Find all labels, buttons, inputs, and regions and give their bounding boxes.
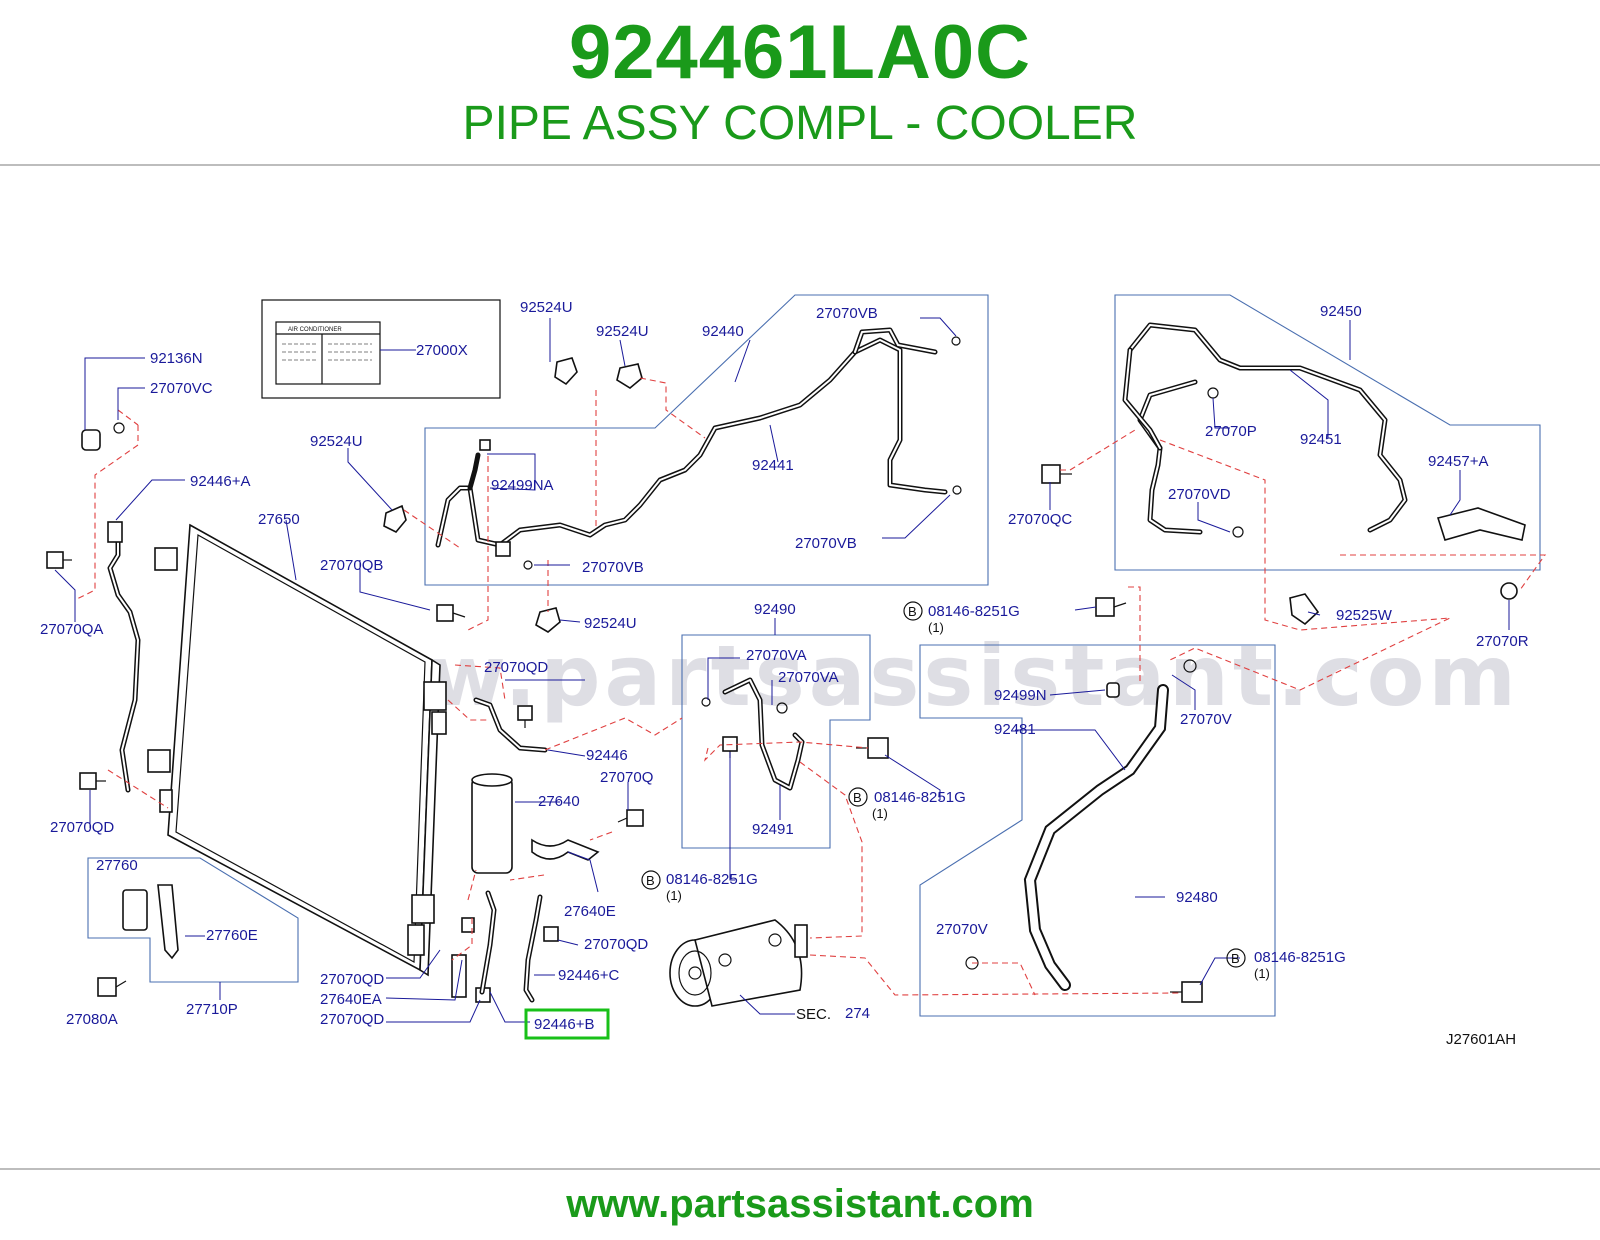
- svg-text:(1): (1): [666, 888, 682, 903]
- svg-text:(1): (1): [872, 806, 888, 821]
- callout-92499NA: 92499NA: [491, 477, 554, 494]
- callout-92440: 92440: [702, 323, 744, 340]
- callout-27070VC: 27070VC: [150, 380, 213, 397]
- pipe-92446A: [107, 529, 141, 793]
- callout-27070QD: 27070QD: [320, 971, 384, 988]
- clip-92525W: [1289, 593, 1320, 626]
- callout-27070VA: 27070VA: [778, 669, 839, 686]
- callout-92524U: 92524U: [596, 323, 649, 340]
- svg-text:B: B: [1231, 951, 1240, 966]
- part-number-title: 924461LA0C: [568, 10, 1032, 95]
- callout-92457A: 92457+A: [1428, 453, 1488, 470]
- callout-27070VA: 27070VA: [746, 647, 807, 664]
- header-divider: [0, 164, 1600, 166]
- sensor-27760: [122, 889, 148, 931]
- bolt-markers: B B B B: [641, 601, 1246, 968]
- callout-27650: 27650: [258, 511, 300, 528]
- callout-27070V: 27070V: [936, 921, 988, 938]
- callout-08146-8251G: 08146-8251G: [1254, 949, 1346, 966]
- callout-92446A: 92446+A: [190, 473, 250, 490]
- callout-92524U: 92524U: [310, 433, 363, 450]
- callout-27070P: 27070P: [1205, 423, 1257, 440]
- bracket-92457A: [1436, 507, 1526, 541]
- receiver-tank-27640: [471, 773, 600, 874]
- callout-labels: 92524U 92524U 92440 27070VB 92136N 27000…: [40, 299, 1529, 1048]
- callout-27640E: 27640E: [564, 903, 616, 920]
- callout-92446C: 92446+C: [558, 967, 619, 984]
- callout-92524U: 92524U: [584, 615, 637, 632]
- callout-27640: 27640: [538, 793, 580, 810]
- pipe-92450: [1137, 379, 1203, 535]
- callout-27070VD: 27070VD: [1168, 486, 1231, 503]
- footer-website-link[interactable]: www.partsassistant.com: [566, 1182, 1034, 1226]
- svg-text:B: B: [908, 604, 917, 619]
- callout-92446B: 92446+B: [534, 1016, 594, 1033]
- assembly-dashed-lines: [74, 377, 1547, 996]
- callout-92446: 92446: [586, 747, 628, 764]
- callout-27070QA: 27070QA: [40, 621, 103, 638]
- watermark: www.partsassistant.com: [265, 627, 1520, 725]
- callout-27070QD: 27070QD: [584, 936, 648, 953]
- bracket-27760E: [157, 884, 179, 960]
- svg-text:(1): (1): [1254, 966, 1270, 981]
- group-box-92480: [919, 644, 1276, 1017]
- sticker-caption: AIR CONDITIONER: [288, 327, 342, 333]
- highlighted-part-callout[interactable]: 92446+B: [524, 1008, 610, 1040]
- page-header: 924461LA0C PIPE ASSY COMPL - COOLER: [0, 0, 1600, 168]
- callout-27070QC: 27070QC: [1008, 511, 1072, 528]
- callout-92450: 92450: [1320, 303, 1362, 320]
- group-box-92450: [1114, 294, 1541, 571]
- callout-27760: 27760: [96, 857, 138, 874]
- callout-92451: 92451: [1300, 431, 1342, 448]
- svg-text:(1): (1): [928, 620, 944, 635]
- pipe-92441: [435, 337, 948, 548]
- callout-08146-8251G: 08146-8251G: [666, 871, 758, 888]
- callout-sec: SEC.: [796, 1006, 831, 1023]
- svg-text:B: B: [853, 790, 862, 805]
- callout-sec-number: 274: [845, 1005, 870, 1022]
- diagram-reference-code: J27601AH: [1446, 1031, 1516, 1048]
- callout-92525W: 92525W: [1336, 607, 1393, 624]
- ac-label-sticker: AIR CONDITIONER: [261, 299, 501, 399]
- leader-lines: [54, 317, 1510, 1023]
- callout-27070V: 27070V: [1180, 711, 1232, 728]
- group-box-92490: [681, 634, 871, 849]
- group-box-92440: [424, 294, 989, 586]
- condenser: [147, 523, 447, 977]
- callout-92481: 92481: [994, 721, 1036, 738]
- pipe-92446A-fitting: [107, 521, 123, 543]
- callout-27070QD: 27070QD: [320, 1011, 384, 1028]
- callout-92524U: 92524U: [520, 299, 573, 316]
- callout-27070VB: 27070VB: [795, 535, 857, 552]
- callout-27710P: 27710P: [186, 1001, 238, 1018]
- callout-08146-8251G: 08146-8251G: [928, 603, 1020, 620]
- callout-27070QD: 27070QD: [484, 659, 548, 676]
- callout-27070QD: 27070QD: [50, 819, 114, 836]
- clip-92524U: [383, 357, 643, 633]
- svg-text:B: B: [646, 873, 655, 888]
- callout-27640EA: 27640EA: [320, 991, 382, 1008]
- callout-92491: 92491: [752, 821, 794, 838]
- callout-27070VB: 27070VB: [816, 305, 878, 322]
- footer-divider: [0, 1168, 1600, 1170]
- callout-92441: 92441: [752, 457, 794, 474]
- callout-27080A: 27080A: [66, 1011, 118, 1028]
- callout-92480: 92480: [1176, 889, 1218, 906]
- callout-27070VB: 27070VB: [582, 559, 644, 576]
- parts-diagram: www.partsassistant.com AIR CONDITIONER: [40, 294, 1547, 1048]
- part-name-subtitle: PIPE ASSY COMPL - COOLER: [462, 97, 1138, 150]
- compressor: [669, 919, 808, 1007]
- bolts: [46, 422, 1518, 1003]
- callout-27760E: 27760E: [206, 927, 258, 944]
- callout-27070QB: 27070QB: [320, 557, 383, 574]
- callout-27070R: 27070R: [1476, 633, 1529, 650]
- callout-92499N: 92499N: [994, 687, 1047, 704]
- callout-08146-8251G: 08146-8251G: [874, 789, 966, 806]
- callout-92136N: 92136N: [150, 350, 203, 367]
- callout-27000X: 27000X: [416, 342, 468, 359]
- callout-92490: 92490: [754, 601, 796, 618]
- callout-27070Q: 27070Q: [600, 769, 653, 786]
- group-box-27710P: [87, 857, 299, 983]
